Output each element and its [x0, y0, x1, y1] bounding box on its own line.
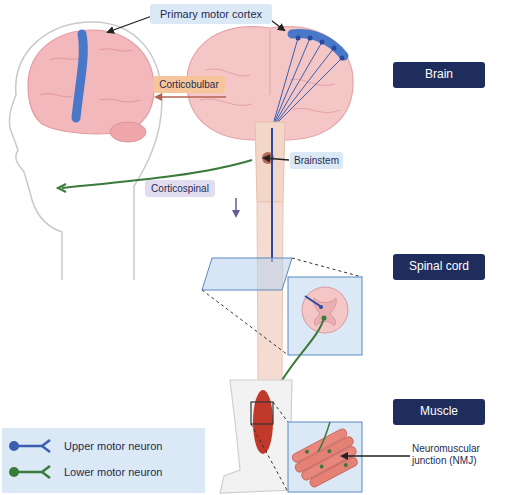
brain-side-view: [28, 30, 154, 134]
brainstem-shape: [255, 122, 285, 202]
corticobulbar-arrow: [156, 96, 226, 98]
zoom-line: [273, 402, 288, 422]
cerebellum: [110, 122, 146, 142]
zoom-box: [251, 402, 273, 424]
section-box: Spinal cord: [393, 254, 485, 280]
head-outline: [9, 22, 162, 280]
section-plane: [202, 258, 292, 290]
leg-outline: [220, 380, 296, 493]
calf-muscle: [253, 390, 273, 454]
nerve-branch: [318, 422, 330, 452]
legend-box: Upper motor neuronLower motor neuron: [2, 428, 205, 493]
muscle-fibers: [289, 427, 364, 491]
zoom-line: [251, 424, 288, 492]
corticospinal-arrow: [235, 198, 237, 216]
pointer-arrow: [264, 158, 289, 160]
upper-motor-neuron: [305, 296, 320, 306]
pointer-arrow: [342, 455, 410, 456]
tract-box: Corticobulbar: [153, 76, 225, 93]
node-text: Corticobulbar: [159, 79, 218, 90]
cortical-fibers: [272, 38, 342, 128]
neuron-symbol: [8, 438, 54, 454]
legend-text: Lower motor neuron: [64, 466, 162, 478]
node-text: Brainstem: [294, 155, 339, 166]
section-box: Muscle: [393, 399, 485, 425]
section-box: Brain: [393, 62, 485, 88]
legend-row: Upper motor neuron: [8, 438, 162, 454]
motor-cortex-gyri: [292, 34, 344, 56]
legend-text: Upper motor neuron: [64, 440, 162, 452]
pointer-arrow: [108, 16, 152, 32]
zoom-line: [202, 290, 288, 355]
brain-gyri: [40, 49, 140, 102]
tract-box: Corticospinal: [145, 180, 215, 197]
neuron-symbol: [8, 464, 54, 480]
legend-row: Lower motor neuron: [8, 464, 162, 480]
label-box: Primary motor cortex: [150, 4, 272, 24]
spinal-inset: [288, 277, 362, 355]
zoom-line: [292, 258, 362, 277]
axon-terminal: [58, 184, 66, 192]
motor-strip: [76, 34, 83, 118]
annotation-label: Neuromuscular junction (NMJ): [412, 443, 507, 467]
node-text: Spinal cord: [409, 260, 469, 273]
gray-matter: [314, 298, 337, 326]
brain-folds: [200, 30, 340, 113]
muscle-inset: [288, 422, 362, 492]
label-box: Brainstem: [290, 152, 343, 169]
node-text: Brain: [425, 68, 453, 81]
node-text: Primary motor cortex: [160, 8, 262, 20]
node-text: Corticospinal: [151, 183, 209, 194]
node-text: Muscle: [420, 405, 458, 418]
spinal-cord-shape: [257, 202, 283, 382]
upper-motor-neuron: [271, 128, 273, 262]
cord-cross-section: [302, 287, 348, 333]
